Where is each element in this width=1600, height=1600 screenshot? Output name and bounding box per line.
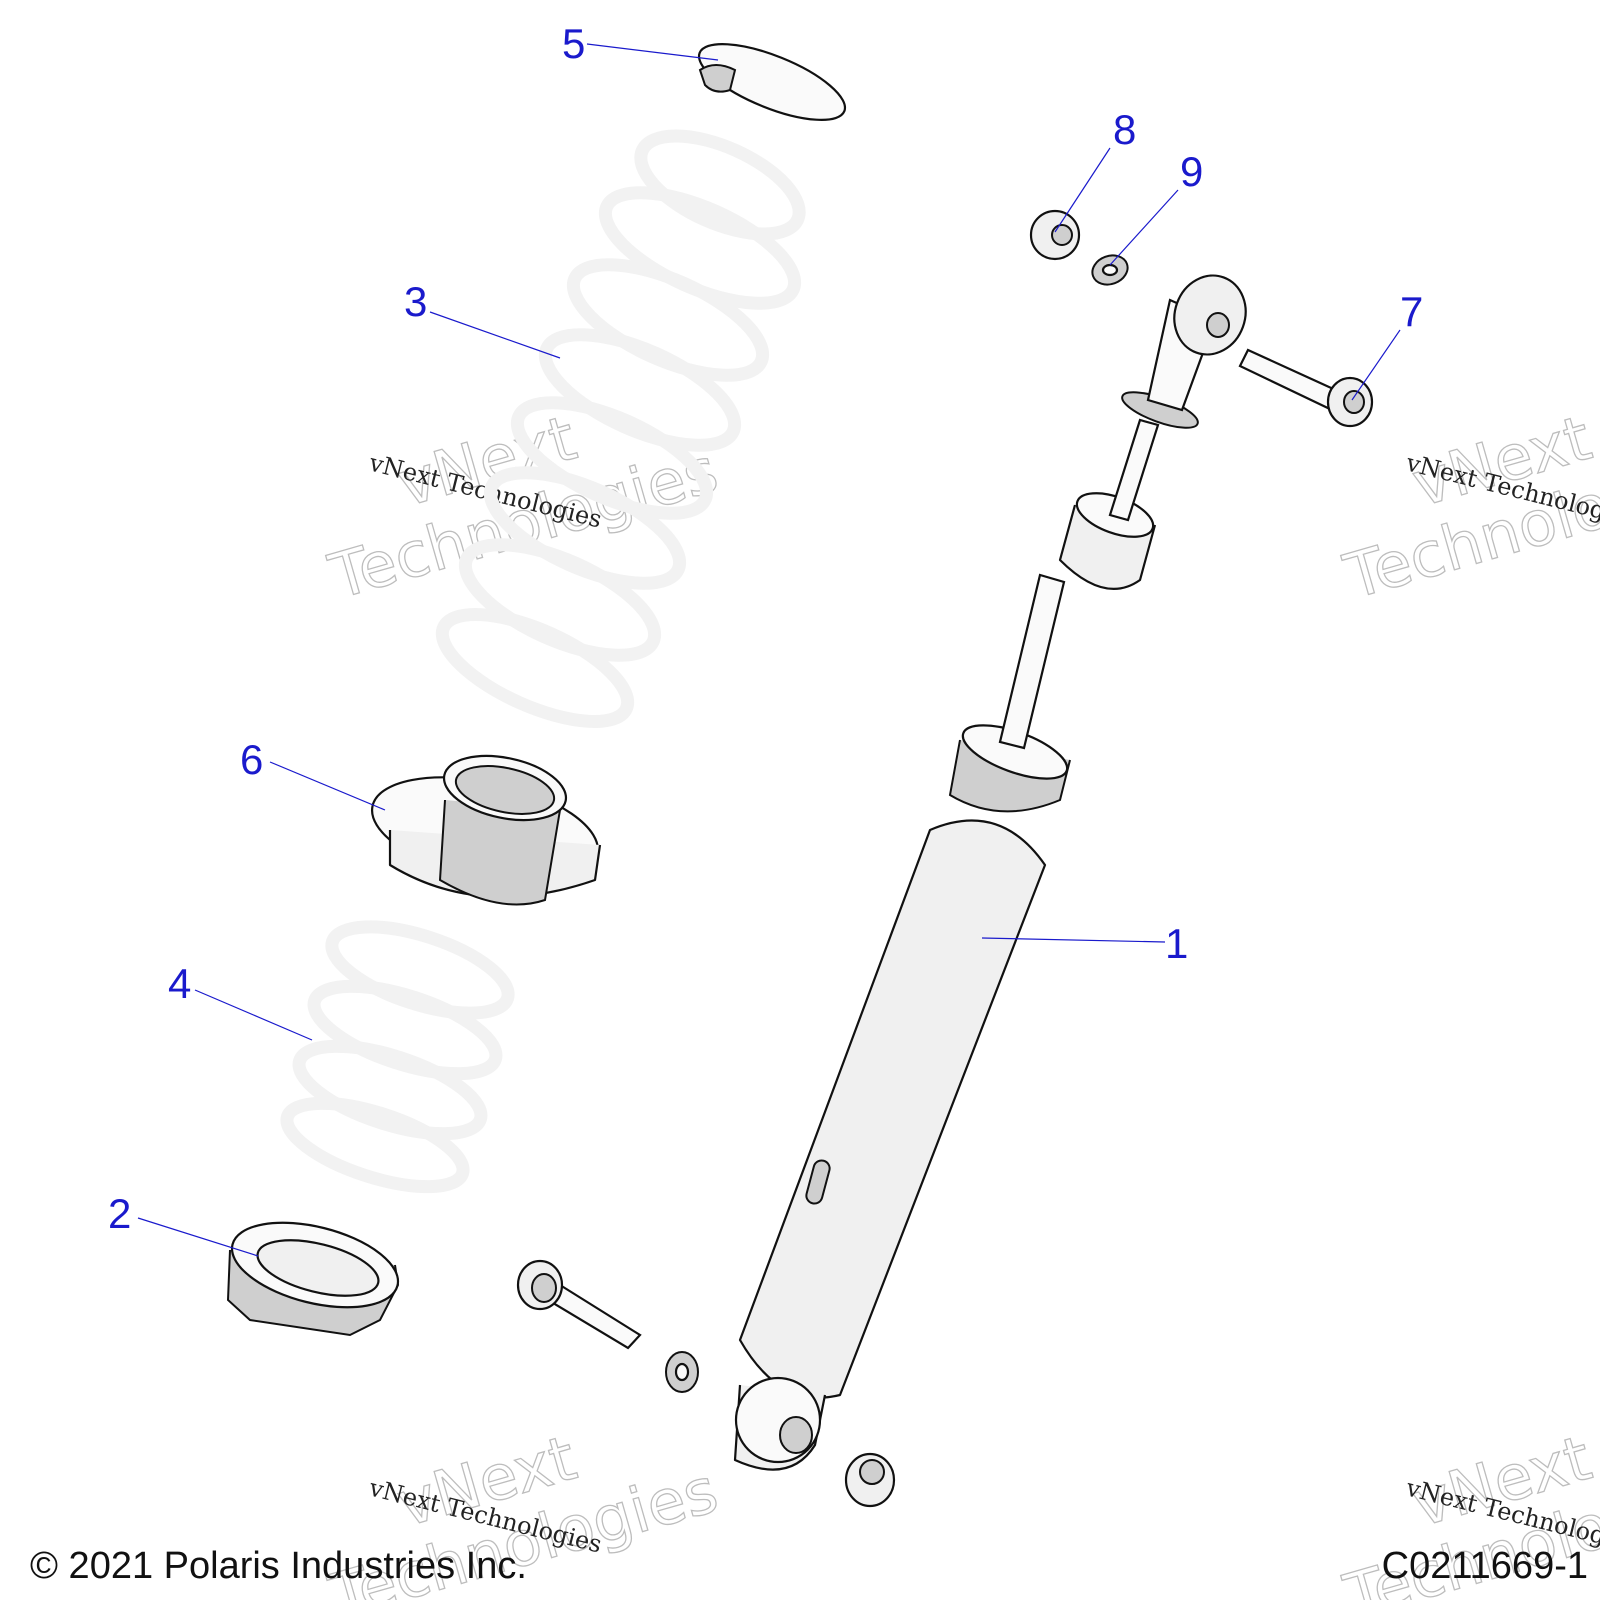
callout-6: 6 <box>240 736 263 783</box>
spring-coil-face <box>325 920 515 1020</box>
callout-7: 7 <box>1400 288 1423 335</box>
spring-coil-face <box>566 258 770 382</box>
leader-9 <box>1109 189 1179 266</box>
lower-washer <box>665 1351 699 1393</box>
spring-coil-face <box>292 1039 488 1141</box>
leader-6 <box>269 761 386 811</box>
callout-8: 8 <box>1113 106 1136 153</box>
spring-coil-face <box>634 129 806 241</box>
leader-1 <box>981 937 1166 943</box>
part-9-washer <box>1091 254 1129 286</box>
part-8-nut <box>1029 209 1081 261</box>
drawing-number: C0211669-1 <box>1382 1545 1588 1587</box>
callout-labels: 5 8 9 3 7 6 1 4 2 <box>108 20 1423 1237</box>
spring-coil-face <box>307 979 503 1081</box>
leader-3 <box>429 311 561 359</box>
leader-5 <box>586 43 719 61</box>
leader-7 <box>1351 329 1401 401</box>
callout-1: 1 <box>1165 920 1188 967</box>
callout-2: 2 <box>108 1190 131 1237</box>
spring-coil-face <box>435 608 635 728</box>
leader-4 <box>194 989 313 1041</box>
part-4-tender-spring <box>280 920 515 1194</box>
leader-8 <box>1054 147 1111 233</box>
lower-nut <box>844 1452 896 1508</box>
spring-coil-face <box>598 186 802 310</box>
part-6-spring-spacer <box>370 754 602 906</box>
callout-5: 5 <box>562 20 585 67</box>
callout-9: 9 <box>1180 148 1203 195</box>
part-3-main-coil-spring <box>435 129 806 728</box>
part-5-spring-retainer <box>697 43 847 121</box>
leader-lines <box>137 43 1401 1257</box>
part-1-shock-absorber <box>733 274 1247 1471</box>
copyright-text: © 2021 Polaris Industries Inc. <box>30 1545 527 1587</box>
callout-4: 4 <box>168 960 191 1007</box>
callout-3: 3 <box>404 278 427 325</box>
leader-2 <box>137 1217 259 1257</box>
part-7-bolt <box>1238 348 1374 428</box>
part-2-lower-spring-seat <box>226 1221 400 1337</box>
spring-coil-face <box>280 1096 470 1194</box>
lower-mounting-bolt <box>516 1259 642 1350</box>
